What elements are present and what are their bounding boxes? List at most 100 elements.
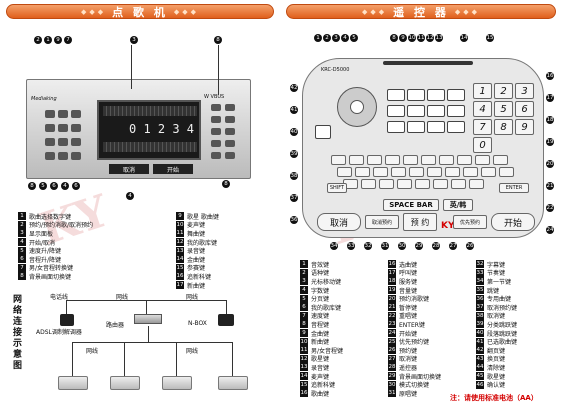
- legend-text: 遥控器: [399, 364, 418, 372]
- keyboard-key[interactable]: [493, 155, 508, 165]
- keyboard-key[interactable]: [373, 167, 388, 177]
- space-bar-key[interactable]: SPACE BAR: [383, 199, 439, 211]
- keyboard-key[interactable]: [397, 179, 412, 189]
- keyboard-key[interactable]: [463, 167, 478, 177]
- keyboard-key[interactable]: [337, 167, 352, 177]
- keyboard-key[interactable]: [331, 155, 346, 165]
- router-device: [134, 314, 162, 324]
- legend-text: 光标移动键: [311, 278, 342, 286]
- legend-number: 27: [388, 354, 396, 363]
- legend-text: 速度键: [311, 313, 330, 321]
- legend-text: 原唱键: [399, 390, 418, 398]
- player-cancel-button[interactable]: 取消: [109, 164, 149, 174]
- legend-text: 清除键: [487, 364, 506, 372]
- numpad-key[interactable]: 0: [473, 137, 492, 153]
- keyboard-key[interactable]: [457, 155, 472, 165]
- callout-14: 14: [460, 34, 468, 42]
- legend-number: 17: [176, 281, 184, 290]
- legend-text: 金曲键: [311, 330, 330, 338]
- nbox-label: N-BOX: [188, 320, 207, 327]
- numpad-key[interactable]: 8: [494, 119, 513, 135]
- numpad-key[interactable]: 9: [515, 119, 534, 135]
- numpad-key[interactable]: 2: [494, 83, 513, 99]
- keyboard-key[interactable]: [469, 179, 484, 189]
- legend-number: 45: [476, 372, 484, 381]
- numpad-key[interactable]: 1: [473, 83, 492, 99]
- keyboard-key[interactable]: [403, 155, 418, 165]
- keyboard-key[interactable]: [427, 167, 442, 177]
- legend-number: 8: [300, 320, 308, 329]
- keyboard-key[interactable]: [391, 167, 406, 177]
- player-start-button[interactable]: 开始: [153, 164, 193, 174]
- legend-text: 歌星键: [311, 356, 330, 364]
- keyboard-key[interactable]: [445, 167, 460, 177]
- numpad-key[interactable]: 3: [515, 83, 534, 99]
- reserve-key[interactable]: 预 约: [403, 213, 437, 231]
- keyboard-key[interactable]: [409, 167, 424, 177]
- keyboard-key[interactable]: [367, 155, 382, 165]
- numpad-key[interactable]: 7: [473, 119, 492, 135]
- legend-number: 19: [388, 286, 396, 295]
- legend-number: 15: [300, 380, 308, 389]
- legend-text: 麦声键: [311, 373, 330, 381]
- player-unit-1: [58, 376, 88, 390]
- legend-number: 2: [18, 220, 26, 229]
- numpad-key[interactable]: 6: [515, 101, 534, 117]
- keyboard-key[interactable]: [499, 167, 514, 177]
- player-right-keypad: [211, 104, 241, 168]
- keyboard-key[interactable]: [451, 179, 466, 189]
- legend-text: 取消预约键: [487, 304, 518, 312]
- enter-key[interactable]: ENTER: [499, 183, 529, 193]
- legend-number: 7: [300, 311, 308, 320]
- legend-number: 43: [476, 354, 484, 363]
- lang-toggle-key[interactable]: 英/韩: [443, 199, 473, 211]
- player-side-label: W VBUS: [204, 94, 225, 100]
- keyboard-key[interactable]: [385, 155, 400, 165]
- numpad-key[interactable]: 5: [494, 101, 513, 117]
- keyboard-key[interactable]: [475, 155, 490, 165]
- keyboard-key[interactable]: [481, 167, 496, 177]
- keyboard-key[interactable]: [379, 179, 394, 189]
- player-banner-title: 点 歌 机: [112, 5, 168, 19]
- keyboard-key[interactable]: [361, 179, 376, 189]
- keyboard-key[interactable]: [349, 155, 364, 165]
- cancel-reserve-key[interactable]: 取消预约: [365, 215, 399, 229]
- legend-number: 20: [388, 294, 396, 303]
- legend-number: 13: [300, 363, 308, 372]
- cancel-key[interactable]: 取消: [317, 213, 361, 231]
- keyboard-key[interactable]: [439, 155, 454, 165]
- keyboard-key[interactable]: [433, 179, 448, 189]
- legend-text: 音量键: [399, 287, 418, 295]
- legend-text: 换页键: [487, 356, 506, 364]
- callout-8: 8: [214, 36, 222, 44]
- legend-text: 字数键: [311, 287, 330, 295]
- keyboard-key[interactable]: [421, 155, 436, 165]
- remote-dpad[interactable]: [337, 87, 377, 127]
- numpad-key[interactable]: 4: [473, 101, 492, 117]
- legend-text: 开始/取消: [29, 239, 56, 247]
- legend-text: 参赛键: [187, 265, 206, 273]
- priority-reserve-key[interactable]: 优先预约: [453, 215, 487, 229]
- keyboard-key[interactable]: [415, 179, 430, 189]
- start-key[interactable]: 开始: [491, 213, 535, 231]
- keyboard-key[interactable]: [355, 167, 370, 177]
- shift-key[interactable]: SHIFT: [327, 183, 347, 193]
- legend-number: 21: [388, 303, 396, 312]
